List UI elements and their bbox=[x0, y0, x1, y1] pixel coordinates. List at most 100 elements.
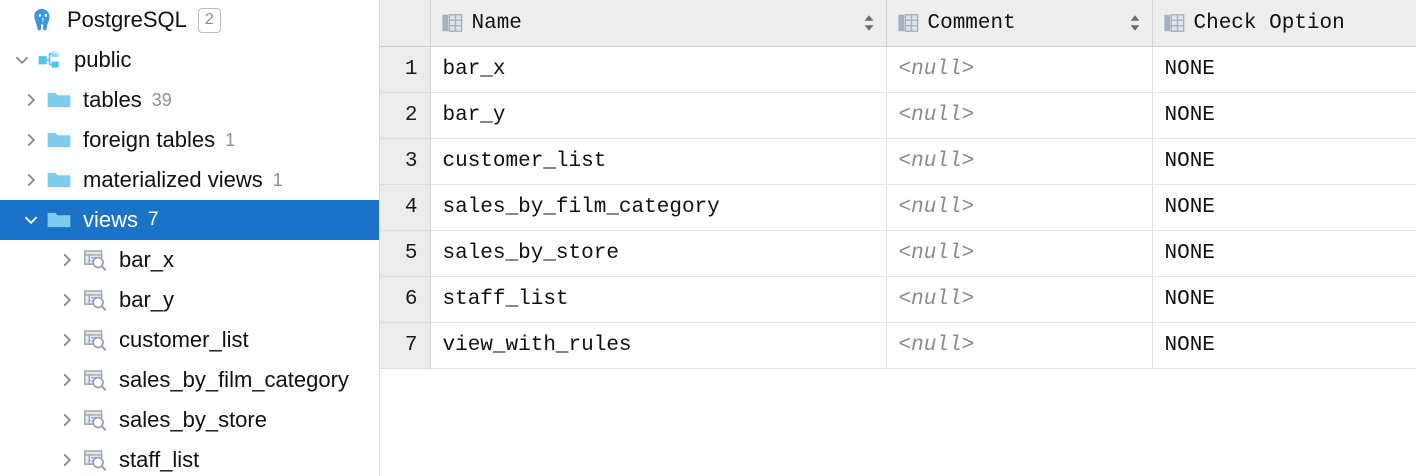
sidebar-item-label: materialized views bbox=[83, 167, 263, 192]
sidebar-item-sales-by-film-category[interactable]: sales_by_film_category bbox=[0, 360, 379, 400]
folder-icon bbox=[44, 127, 74, 153]
column-header-label: Check Option bbox=[1193, 11, 1345, 35]
column-header-label: Name bbox=[471, 11, 522, 35]
sidebar-item-label: views bbox=[83, 207, 139, 232]
sidebar-item-customer-list[interactable]: customer_list bbox=[0, 320, 379, 360]
sort-indicator-icon[interactable] bbox=[1128, 13, 1142, 33]
cell-name[interactable]: bar_y bbox=[430, 92, 887, 139]
cell-comment[interactable]: <null> bbox=[886, 46, 1153, 93]
chevron-right-icon[interactable] bbox=[18, 171, 44, 189]
column-header-comment[interactable]: Comment bbox=[886, 0, 1153, 47]
cell-name[interactable]: view_with_rules bbox=[430, 322, 887, 369]
sidebar-item-sales-by-store[interactable]: sales_by_store bbox=[0, 400, 379, 440]
sidebar-item-label: bar_x bbox=[119, 247, 175, 272]
chevron-right-icon[interactable] bbox=[18, 91, 44, 109]
row-number-header bbox=[380, 0, 431, 47]
chevron-right-icon[interactable] bbox=[54, 451, 80, 469]
chevron-right-icon[interactable] bbox=[18, 131, 44, 149]
cell-check-option[interactable]: NONE bbox=[1152, 276, 1416, 323]
connection-badge: 2 bbox=[197, 7, 221, 33]
sidebar-item-public[interactable]: public bbox=[0, 40, 379, 80]
cell-name[interactable]: sales_by_film_category bbox=[430, 184, 887, 231]
view-icon bbox=[80, 328, 110, 352]
row-number[interactable]: 3 bbox=[380, 138, 431, 185]
sidebar-item-label: sales_by_film_category bbox=[119, 367, 349, 392]
sidebar-item-label: PostgreSQL bbox=[67, 7, 187, 32]
chevron-right-icon[interactable] bbox=[54, 411, 80, 429]
chevron-down-icon[interactable] bbox=[18, 211, 44, 229]
sidebar-item-tables[interactable]: tables 39 bbox=[0, 80, 379, 120]
sidebar-item-label: customer_list bbox=[119, 327, 249, 352]
row-number[interactable]: 1 bbox=[380, 46, 431, 93]
cell-comment[interactable]: <null> bbox=[886, 138, 1153, 185]
views-data-grid[interactable]: Name bbox=[380, 0, 1416, 476]
cell-check-option[interactable]: NONE bbox=[1152, 322, 1416, 369]
column-header-label: Comment bbox=[927, 11, 1016, 35]
sidebar-item-count: 7 bbox=[148, 209, 159, 230]
cell-check-option[interactable]: NONE bbox=[1152, 46, 1416, 93]
sidebar-item-views[interactable]: views 7 bbox=[0, 200, 379, 240]
grid-table: Name bbox=[380, 0, 1416, 369]
column-icon bbox=[1163, 12, 1185, 34]
folder-icon bbox=[44, 167, 74, 193]
sidebar-item-staff-list[interactable]: staff_list bbox=[0, 440, 379, 476]
row-number[interactable]: 5 bbox=[380, 230, 431, 277]
column-icon bbox=[897, 12, 919, 34]
sidebar-item-count: 39 bbox=[151, 89, 172, 110]
folder-icon bbox=[44, 207, 74, 233]
sidebar-item-label: foreign tables bbox=[83, 127, 216, 152]
view-icon bbox=[80, 368, 110, 392]
view-icon bbox=[80, 448, 110, 472]
view-icon bbox=[80, 408, 110, 432]
sidebar-item-materialized-views[interactable]: materialized views 1 bbox=[0, 160, 379, 200]
row-number[interactable]: 6 bbox=[380, 276, 431, 323]
cell-name[interactable]: sales_by_store bbox=[430, 230, 887, 277]
sidebar-item-label: tables bbox=[83, 87, 142, 112]
sort-indicator-icon[interactable] bbox=[862, 13, 876, 33]
row-number[interactable]: 2 bbox=[380, 92, 431, 139]
view-icon bbox=[80, 248, 110, 272]
column-header-check-option[interactable]: Check Option bbox=[1152, 0, 1416, 47]
cell-comment[interactable]: <null> bbox=[886, 230, 1153, 277]
cell-name[interactable]: staff_list bbox=[430, 276, 887, 323]
view-icon bbox=[80, 288, 110, 312]
cell-comment[interactable]: <null> bbox=[886, 184, 1153, 231]
chevron-down-icon[interactable] bbox=[9, 51, 35, 69]
chevron-right-icon[interactable] bbox=[54, 371, 80, 389]
chevron-right-icon[interactable] bbox=[54, 291, 80, 309]
cell-check-option[interactable]: NONE bbox=[1152, 230, 1416, 277]
row-number[interactable]: 4 bbox=[380, 184, 431, 231]
sidebar-item-bar-x[interactable]: bar_x bbox=[0, 240, 379, 280]
cell-comment[interactable]: <null> bbox=[886, 92, 1153, 139]
sidebar-item-postgresql[interactable]: PostgreSQL 2 bbox=[0, 0, 379, 40]
postgres-elephant-icon bbox=[28, 7, 58, 33]
sidebar-item-count: 1 bbox=[272, 169, 283, 190]
cell-check-option[interactable]: NONE bbox=[1152, 184, 1416, 231]
row-number[interactable]: 7 bbox=[380, 322, 431, 369]
sidebar-item-label: staff_list bbox=[119, 447, 200, 472]
cell-name[interactable]: bar_x bbox=[430, 46, 887, 93]
column-header-name[interactable]: Name bbox=[430, 0, 887, 47]
cell-name[interactable]: customer_list bbox=[430, 138, 887, 185]
schema-icon bbox=[35, 47, 65, 73]
cell-comment[interactable]: <null> bbox=[886, 276, 1153, 323]
sidebar-item-label: bar_y bbox=[119, 287, 175, 312]
folder-icon bbox=[44, 87, 74, 113]
chevron-right-icon[interactable] bbox=[54, 331, 80, 349]
sidebar-item-bar-y[interactable]: bar_y bbox=[0, 280, 379, 320]
cell-comment[interactable]: <null> bbox=[886, 322, 1153, 369]
chevron-right-icon[interactable] bbox=[54, 251, 80, 269]
cell-check-option[interactable]: NONE bbox=[1152, 92, 1416, 139]
cell-check-option[interactable]: NONE bbox=[1152, 138, 1416, 185]
